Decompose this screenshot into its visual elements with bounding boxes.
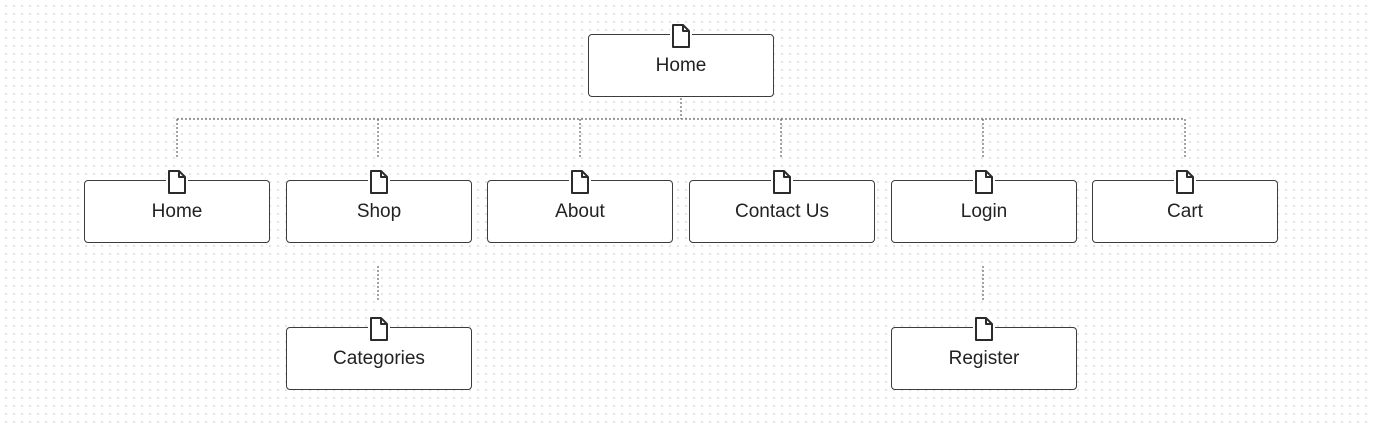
node-label: About xyxy=(555,201,605,222)
page-node-home[interactable]: Home xyxy=(84,169,270,243)
node-label: Shop xyxy=(356,201,402,222)
node-label: Login xyxy=(960,201,1008,222)
page-node-login[interactable]: Login xyxy=(891,169,1077,243)
page-icon xyxy=(166,169,188,195)
page-node-cart[interactable]: Cart xyxy=(1092,169,1278,243)
page-node-root-home[interactable]: Home xyxy=(588,23,774,97)
page-icon xyxy=(973,316,995,342)
page-icon xyxy=(771,169,793,195)
node-label: Categories xyxy=(333,348,425,369)
node-label: Home xyxy=(151,201,203,222)
node-label: Cart xyxy=(1167,201,1203,222)
page-node-register[interactable]: Register xyxy=(891,316,1077,390)
page-icon xyxy=(569,169,591,195)
page-node-contact-us[interactable]: Contact Us xyxy=(689,169,875,243)
page-icon xyxy=(973,169,995,195)
page-node-about[interactable]: About xyxy=(487,169,673,243)
page-icon xyxy=(670,23,692,49)
node-label: Home xyxy=(655,55,707,76)
page-node-shop[interactable]: Shop xyxy=(286,169,472,243)
page-icon xyxy=(368,169,390,195)
page-icon xyxy=(368,316,390,342)
page-node-categories[interactable]: Categories xyxy=(286,316,472,390)
node-label: Contact Us xyxy=(735,201,829,222)
node-label: Register xyxy=(948,348,1020,369)
page-icon xyxy=(1174,169,1196,195)
